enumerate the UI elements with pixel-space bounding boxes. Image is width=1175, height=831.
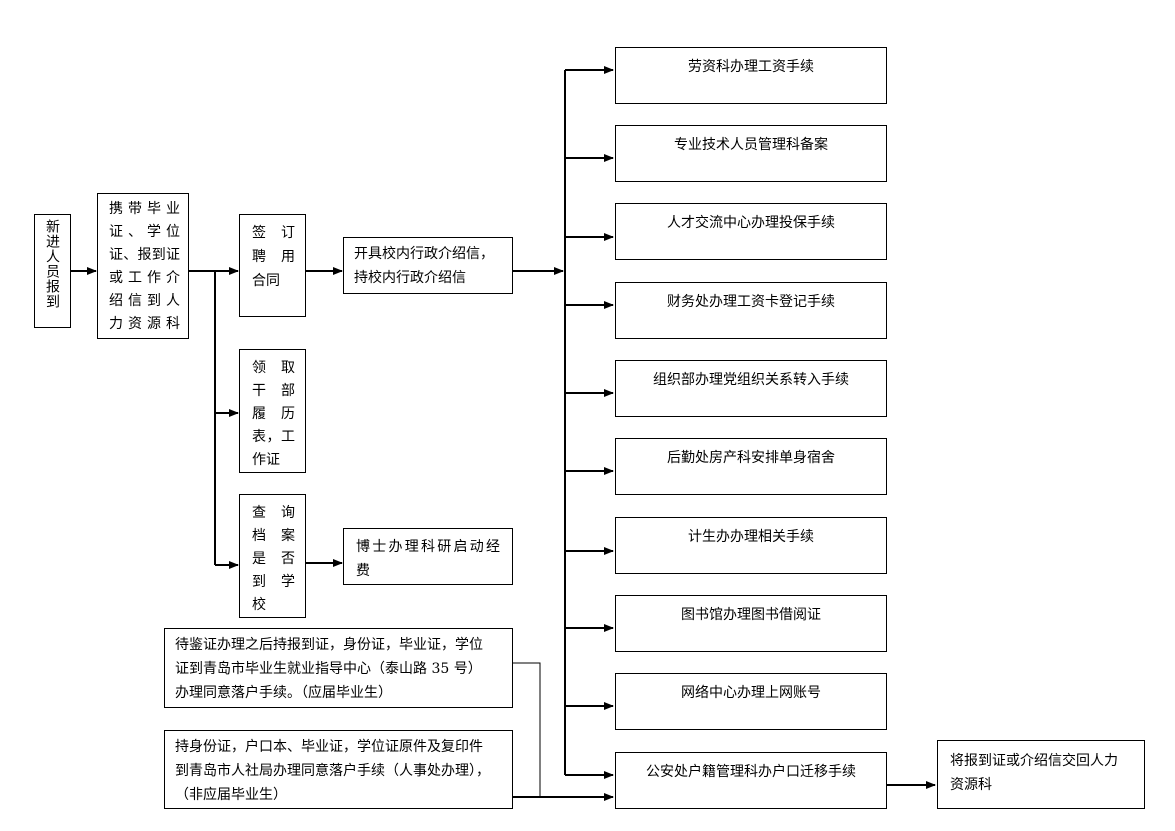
step-technical-record: 专业技术人员管理科备案 [615,125,887,182]
note-nongraduate-line-1: 持身份证，户口本、毕业证，学位证原件及复印件 [175,739,483,755]
step-library-card-label: 图书馆办理图书借阅证 [681,607,821,623]
final-line-2: 资源科 [950,777,992,793]
start-box: 新进人员报到 [34,214,71,328]
carry-line-3: 证、报到证 [109,247,180,263]
letter-line-2: 持校内行政介绍信 [354,270,466,286]
step-party-relation-label: 组织部办理党组织关系转入手续 [653,372,849,388]
note-graduate-line-3: 办理同意落户手续。（应届毕业生） [175,685,392,701]
step-library-card: 图书馆办理图书借阅证 [615,595,887,652]
connector-note-grad [513,662,541,797]
carry-line-4: 或工作介 [109,270,180,286]
phd-line-2: 费 [356,563,370,579]
receive-line-1: 领取 [252,360,295,376]
query-line-2: 档案 [252,528,295,544]
receive-box: 领取 干部 履历 表，工 作证 [239,349,306,473]
carry-line-5: 绍信到人 [109,293,180,309]
note-graduate-line-1: 待鉴证办理之后持报到证，身份证，毕业证，学位 [175,637,483,653]
step-family-planning-label: 计生办办理相关手续 [688,529,814,545]
step-payroll-label: 劳资科办理工资手续 [688,59,814,75]
carry-box: 携带毕业 证、学位 证、报到证 或工作介 绍信到人 力资源科 [97,193,189,339]
final-line-1: 将报到证或介绍信交回人力 [950,753,1118,769]
sign-line-1: 签订 [252,225,295,241]
carry-line-1: 携带毕业 [109,201,180,217]
step-party-relation: 组织部办理党组织关系转入手续 [615,360,887,417]
note-graduate-line-2: 证到青岛市毕业生就业指导中心（泰山路 35 号） [175,661,482,677]
note-nongraduate-line-2: 到青岛市人社局办理同意落户手续（人事处办理）， [175,763,490,779]
letter-line-1: 开具校内行政介绍信， [354,246,494,262]
step-salary-card: 财务处办理工资卡登记手续 [615,282,887,339]
step-network-account: 网络中心办理上网账号 [615,673,887,730]
start-label: 新进人员报到 [44,219,60,309]
sign-line-2: 聘用 [252,249,295,265]
note-nongraduate-line-3: （非应届毕业生） [175,787,287,803]
query-line-3: 是否 [252,551,295,567]
letter-box: 开具校内行政介绍信， 持校内行政介绍信 [343,237,513,294]
step-payroll: 劳资科办理工资手续 [615,47,887,104]
step-insurance-label: 人才交流中心办理投保手续 [667,215,835,231]
carry-line-6: 力资源科 [109,316,180,332]
step-dormitory-label: 后勤处房产科安排单身宿舍 [667,450,835,466]
carry-line-2: 证、学位 [109,224,180,240]
step-salary-card-label: 财务处办理工资卡登记手续 [667,294,835,310]
receive-line-2: 干部 [252,383,295,399]
sign-contract-box: 签订 聘用 合同 [239,214,306,317]
query-box: 查询 档案 是否 到学 校 [239,494,306,618]
sign-line-3: 合同 [252,273,280,289]
step-insurance: 人才交流中心办理投保手续 [615,203,887,260]
note-graduate-box: 待鉴证办理之后持报到证，身份证，毕业证，学位 证到青岛市毕业生就业指导中心（泰山… [164,628,513,708]
step-network-account-label: 网络中心办理上网账号 [681,685,821,701]
final-return-box: 将报到证或介绍信交回人力 资源科 [937,740,1145,809]
step-family-planning: 计生办办理相关手续 [615,517,887,574]
receive-line-4: 表，工 [252,429,295,445]
receive-line-5: 作证 [252,452,280,468]
note-nongraduate-box: 持身份证，户口本、毕业证，学位证原件及复印件 到青岛市人社局办理同意落户手续（人… [164,730,513,809]
query-line-5: 校 [252,597,266,613]
step-household-transfer-label: 公安处户籍管理科办户口迁移手续 [646,764,856,780]
query-line-1: 查询 [252,505,295,521]
bus-arrows [565,66,614,779]
receive-line-3: 履历 [252,406,295,422]
phd-line-1: 博士办理科研启动经 [356,539,500,555]
step-dormitory: 后勤处房产科安排单身宿舍 [615,438,887,495]
query-line-4: 到学 [252,574,295,590]
step-household-transfer: 公安处户籍管理科办户口迁移手续 [615,752,887,809]
step-technical-record-label: 专业技术人员管理科备案 [674,137,828,153]
phd-fund-box: 博士办理科研启动经 费 [343,528,513,585]
